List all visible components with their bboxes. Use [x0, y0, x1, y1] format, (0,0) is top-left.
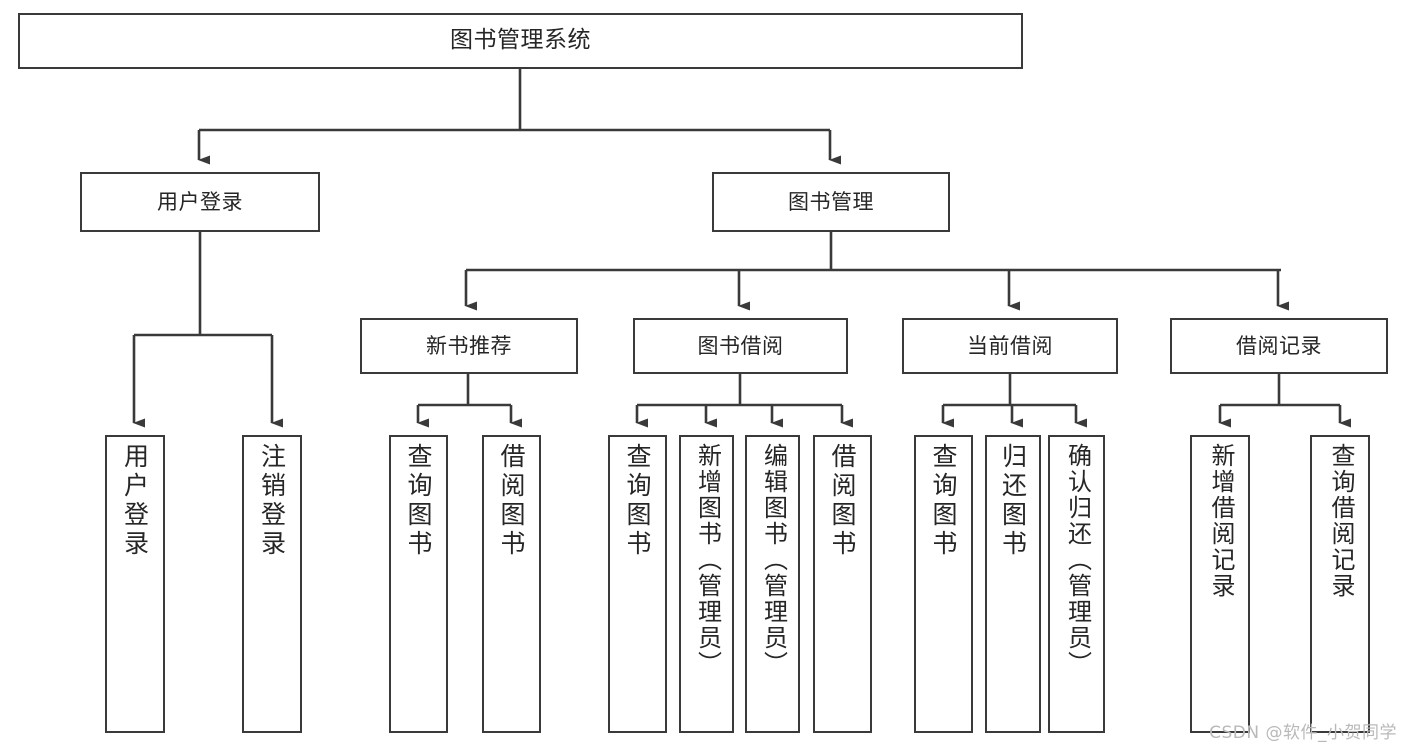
leaf-label: 查询图书	[929, 443, 958, 559]
leaf-borrow-record-2[interactable]: 查询借阅记录	[1310, 435, 1370, 733]
leaf-label: 查询图书	[623, 443, 652, 559]
node-current-borrow-label: 当前借阅	[967, 333, 1053, 358]
leaf-book-borrow-2[interactable]: 新增图书（管理员）	[679, 435, 734, 733]
leaf-new-book-rec-2[interactable]: 借阅图书	[482, 435, 541, 733]
leaf-label: 编辑图书（管理员）	[759, 443, 788, 677]
leaf-label: 注销登录	[257, 443, 287, 559]
leaf-label: 借阅图书	[497, 443, 526, 559]
node-book-management-label: 图书管理	[788, 189, 874, 214]
leaf-book-borrow-4[interactable]: 借阅图书	[813, 435, 872, 733]
node-new-book-recommend[interactable]: 新书推荐	[360, 318, 578, 374]
leaf-label: 新增借阅记录	[1206, 443, 1235, 599]
node-borrow-record-label: 借阅记录	[1236, 333, 1322, 358]
csdn-watermark: CSDN @软件_小贺同学	[1209, 723, 1397, 743]
node-user-login-label: 用户登录	[157, 189, 243, 214]
leaf-label: 查询图书	[404, 443, 433, 559]
leaf-current-borrow-2[interactable]: 归还图书	[985, 435, 1041, 733]
node-borrow-record[interactable]: 借阅记录	[1170, 318, 1388, 374]
node-current-borrow[interactable]: 当前借阅	[902, 318, 1118, 374]
leaf-label: 查询借阅记录	[1326, 443, 1355, 599]
leaf-label: 确认归还（管理员）	[1063, 443, 1092, 677]
leaf-label: 用户登录	[120, 443, 150, 559]
node-book-borrow[interactable]: 图书借阅	[633, 318, 848, 374]
node-user-login[interactable]: 用户登录	[80, 172, 320, 232]
node-book-management[interactable]: 图书管理	[712, 172, 950, 232]
leaf-current-borrow-3[interactable]: 确认归还（管理员）	[1048, 435, 1105, 733]
node-root-system[interactable]: 图书管理系统	[18, 13, 1023, 69]
leaf-book-borrow-3[interactable]: 编辑图书（管理员）	[745, 435, 800, 733]
leaf-current-borrow-1[interactable]: 查询图书	[914, 435, 973, 733]
node-new-book-recommend-label: 新书推荐	[426, 333, 512, 358]
leaf-user-login-2[interactable]: 注销登录	[242, 435, 302, 733]
leaf-borrow-record-1[interactable]: 新增借阅记录	[1190, 435, 1250, 733]
leaf-book-borrow-1[interactable]: 查询图书	[608, 435, 667, 733]
leaf-label: 新增图书（管理员）	[693, 443, 722, 677]
leaf-user-login-1[interactable]: 用户登录	[105, 435, 165, 733]
node-root-label: 图书管理系统	[450, 27, 591, 54]
leaf-label: 借阅图书	[828, 443, 857, 559]
leaf-new-book-rec-1[interactable]: 查询图书	[389, 435, 448, 733]
leaf-label: 归还图书	[998, 443, 1028, 559]
node-book-borrow-label: 图书借阅	[697, 333, 784, 358]
